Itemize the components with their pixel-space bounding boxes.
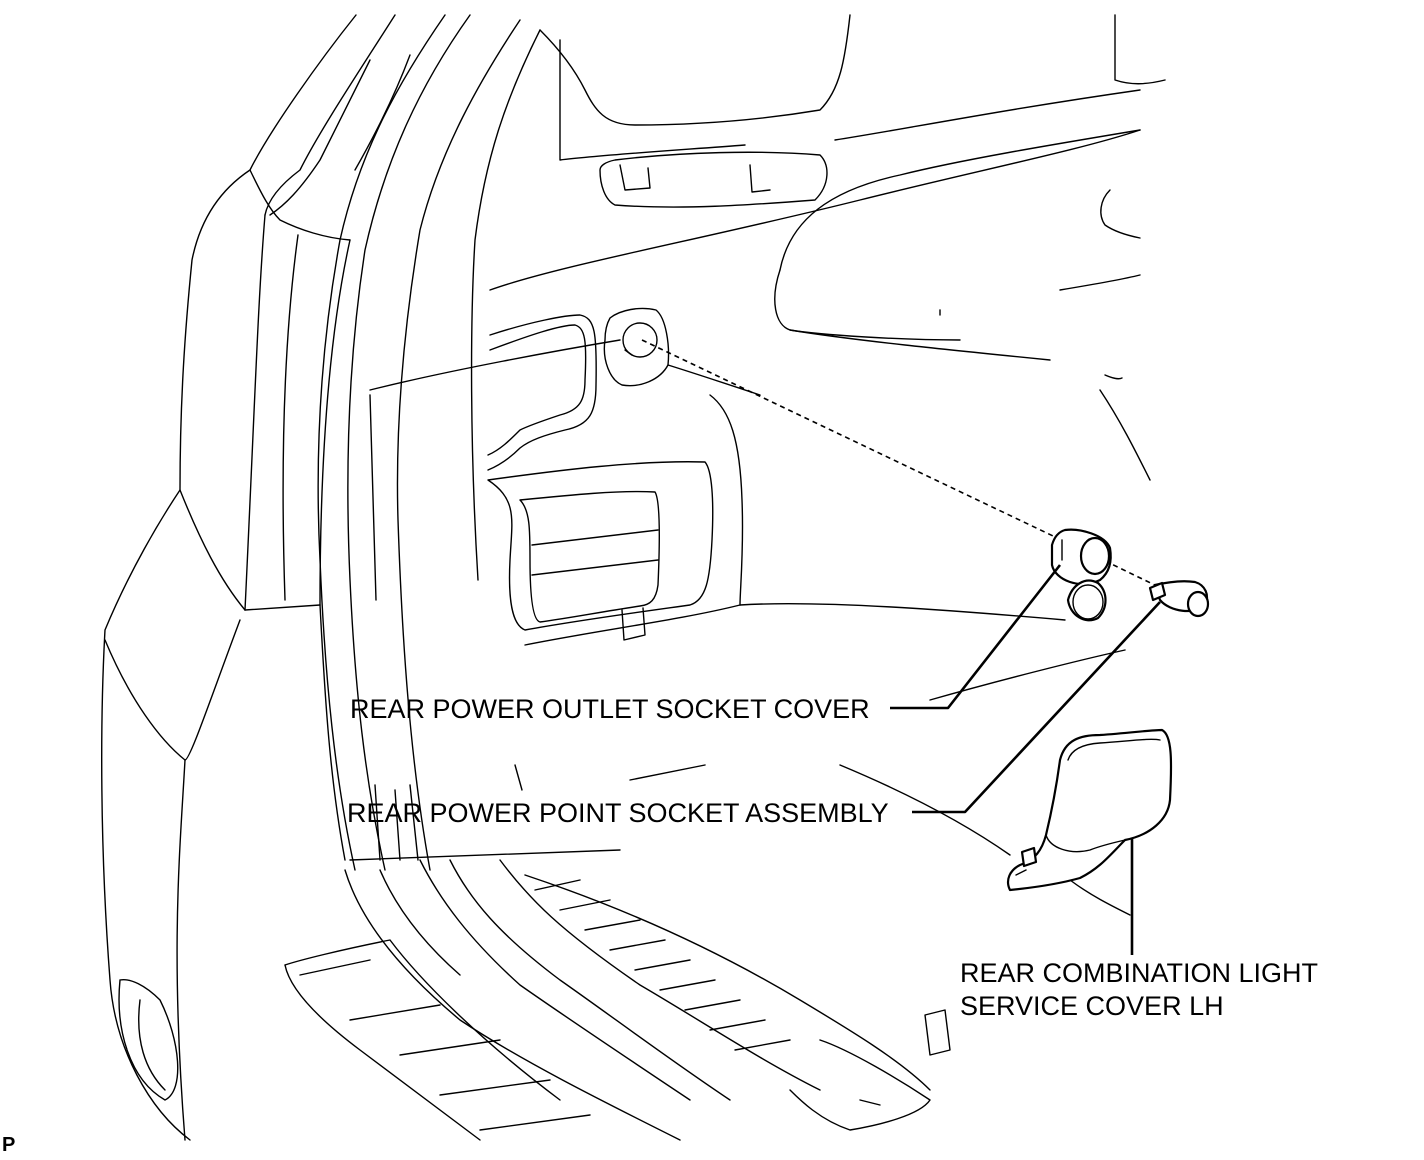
body-outline bbox=[101, 14, 396, 1141]
leader-socket-assembly bbox=[912, 601, 1161, 814]
socket-cover-part bbox=[1050, 528, 1112, 622]
upper-interior-trim bbox=[489, 14, 1166, 361]
label-service-cover-line1: REAR COMBINATION LIGHT bbox=[960, 958, 1319, 988]
label-socket-cover: REAR POWER OUTLET SOCKET COVER bbox=[350, 694, 870, 724]
label-service-cover-line2: SERVICE COVER LH bbox=[960, 991, 1224, 1021]
installation-path-line bbox=[641, 339, 1166, 591]
leader-lines bbox=[890, 564, 1161, 955]
cargo-floor-and-bumper bbox=[284, 764, 1131, 1141]
corner-mark: P bbox=[2, 1134, 16, 1156]
side-trim-panel bbox=[369, 307, 1151, 701]
label-socket-assembly: REAR POWER POINT SOCKET ASSEMBLY bbox=[347, 798, 889, 828]
service-cover-part bbox=[1006, 728, 1173, 892]
socket-assembly-part bbox=[1148, 580, 1210, 618]
liftgate-opening-frame bbox=[269, 14, 541, 871]
leader-socket-cover bbox=[890, 564, 1062, 710]
